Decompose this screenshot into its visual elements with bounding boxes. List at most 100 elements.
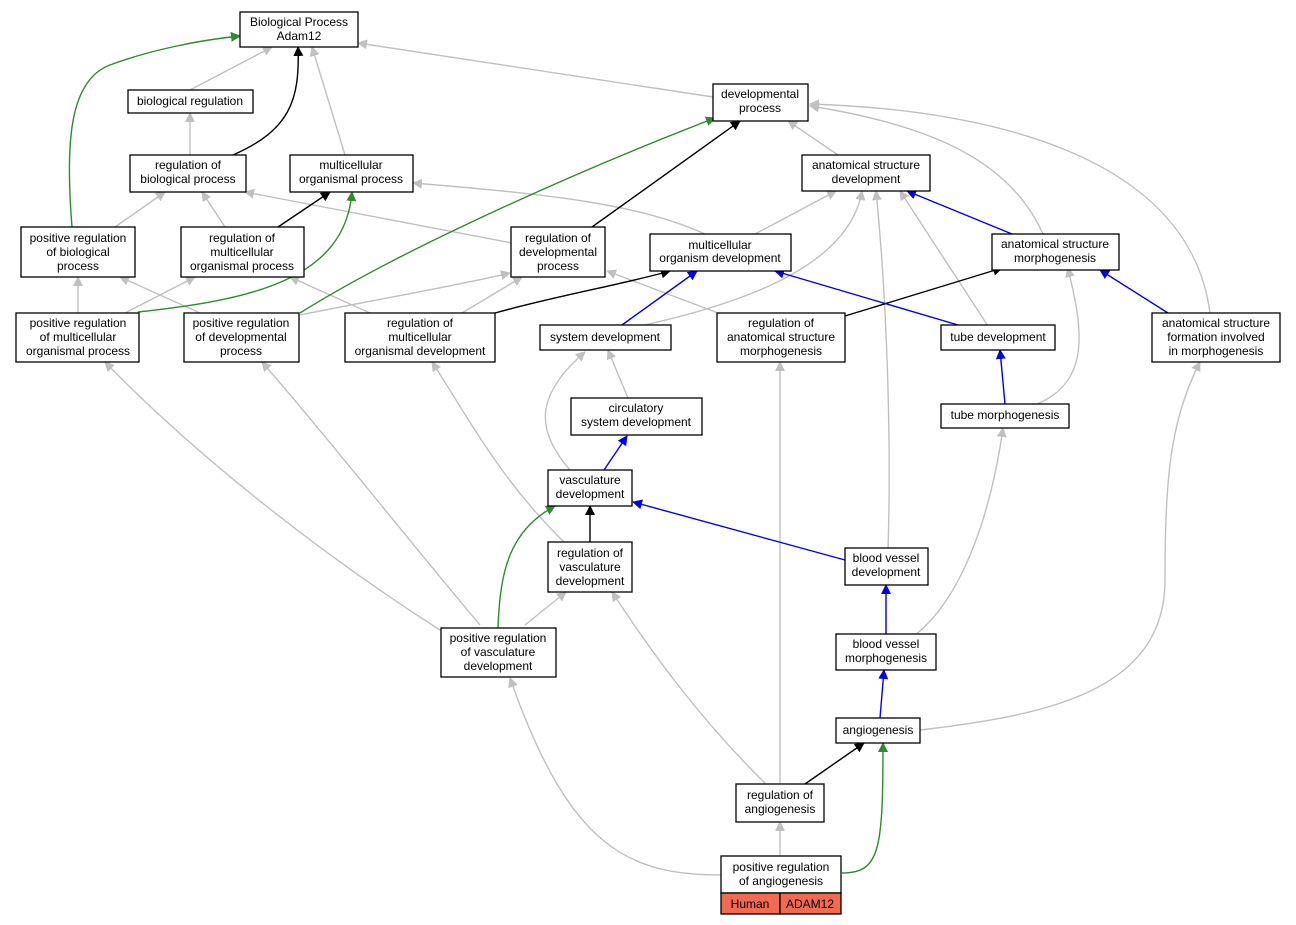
svg-text:positive regulation: positive regulation (30, 316, 127, 330)
edge-is-a (606, 349, 629, 399)
edge-part-of (995, 349, 1006, 405)
svg-text:morphogenesis: morphogenesis (845, 651, 927, 665)
node-multicellular-organism-development[interactable]: multicellular organism development (649, 233, 792, 272)
node-regulation-of-multicellular-organismal-process[interactable]: regulation of multicellular organismal p… (180, 226, 305, 278)
annotation-tag-species[interactable]: Human (720, 892, 781, 915)
node-multicellular-organismal-process[interactable]: multicellular organismal process (289, 154, 414, 193)
svg-text:positive regulation: positive regulation (30, 231, 127, 245)
edge-is-a (412, 178, 706, 235)
svg-text:tube morphogenesis: tube morphogenesis (951, 408, 1060, 422)
node-regulation-of-angiogenesis[interactable]: regulation of angiogenesis (735, 783, 825, 823)
node-positive-regulation-of-developmental-process[interactable]: positive regulation of developmental pro… (183, 312, 300, 363)
svg-text:development: development (852, 565, 921, 579)
edge-part-of (906, 189, 1013, 235)
svg-text:system development: system development (581, 415, 692, 429)
svg-text:positive regulation: positive regulation (193, 316, 290, 330)
svg-text:formation involved: formation involved (1167, 330, 1264, 344)
node-biological-process[interactable]: Biological Process Adam12 (239, 11, 359, 48)
svg-text:Adam12: Adam12 (277, 29, 322, 43)
edge-is-a (787, 120, 839, 156)
svg-text:regulation of: regulation of (748, 316, 815, 330)
svg-text:tube development: tube development (950, 330, 1046, 344)
svg-text:multicellular: multicellular (210, 245, 273, 259)
node-regulation-of-biological-process[interactable]: regulation of biological process (129, 154, 247, 193)
edge-is-a (508, 677, 723, 876)
svg-text:of vasculature: of vasculature (461, 645, 536, 659)
node-anatomical-structure-development[interactable]: anatomical structure development (801, 154, 931, 192)
svg-text:angiogenesis: angiogenesis (745, 802, 816, 816)
svg-text:circulatory: circulatory (609, 401, 664, 415)
edge-regulates (591, 120, 741, 228)
node-regulation-of-multicellular-organismal-development[interactable]: regulation of multicellular organismal d… (344, 312, 496, 363)
node-anatomical-structure-morphogenesis[interactable]: anatomical structure morphogenesis (991, 233, 1120, 271)
svg-text:process: process (739, 101, 781, 115)
svg-text:vasculature: vasculature (559, 560, 621, 574)
edge-is-a (919, 361, 1201, 731)
node-blood-vessel-morphogenesis[interactable]: blood vessel morphogenesis (835, 633, 937, 671)
node-regulation-of-vasculature-development[interactable]: regulation of vasculature development (547, 541, 633, 593)
svg-text:organismal development: organismal development (355, 344, 486, 358)
edge-positively-regulates (841, 742, 888, 874)
svg-text:morphogenesis: morphogenesis (740, 344, 822, 358)
svg-text:regulation of: regulation of (747, 788, 814, 802)
svg-text:multicellular: multicellular (388, 330, 451, 344)
node-anatomical-structure-formation-involved-in-morphogenesis[interactable]: anatomical structure formation involved … (1151, 312, 1281, 363)
edge-is-a (809, 99, 1211, 314)
node-positive-regulation-of-biological-process[interactable]: positive regulation of biological proces… (20, 226, 136, 278)
node-system-development[interactable]: system development (539, 324, 672, 351)
svg-text:of developmental: of developmental (195, 330, 286, 344)
edge-part-of (603, 435, 628, 471)
node-developmental-process[interactable]: developmental process (712, 83, 809, 122)
edge-positively-regulates (299, 116, 716, 314)
svg-text:in morphogenesis: in morphogenesis (1169, 344, 1264, 358)
svg-text:positive regulation: positive regulation (733, 860, 830, 874)
svg-text:Biological Process: Biological Process (250, 15, 348, 29)
svg-text:anatomical structure: anatomical structure (727, 330, 835, 344)
node-biological-regulation[interactable]: biological regulation (127, 89, 254, 114)
svg-text:development: development (832, 172, 901, 186)
svg-text:of multicellular: of multicellular (40, 330, 117, 344)
edge-is-a (104, 361, 441, 631)
edge-is-a (309, 46, 346, 156)
node-positive-regulation-of-vasculature-development[interactable]: positive regulation of vasculature devel… (440, 627, 557, 678)
edge-part-of (632, 499, 846, 561)
node-vasculature-development[interactable]: vasculature development (547, 469, 633, 507)
svg-text:development: development (464, 659, 533, 673)
svg-text:anatomical structure: anatomical structure (1162, 316, 1270, 330)
svg-text:ADAM12: ADAM12 (786, 897, 834, 911)
edge-regulates (804, 742, 865, 785)
svg-text:anatomical structure: anatomical structure (1001, 237, 1109, 251)
svg-text:developmental: developmental (721, 87, 799, 101)
annotation-tag-gene[interactable]: ADAM12 (779, 892, 842, 915)
svg-text:multicellular: multicellular (688, 238, 751, 252)
nodes: Biological Process Adam12 biological reg… (15, 11, 1281, 915)
edge-part-of (878, 669, 889, 719)
edge-is-a (357, 39, 714, 98)
node-positive-regulation-of-multicellular-organismal-process[interactable]: positive regulation of multicellular org… (15, 312, 140, 363)
edge-is-a (189, 46, 273, 91)
node-circulatory-system-development[interactable]: circulatory system development (570, 397, 703, 436)
svg-text:morphogenesis: morphogenesis (1014, 251, 1096, 265)
edge-is-a (1036, 267, 1080, 405)
svg-text:vasculature: vasculature (559, 473, 621, 487)
svg-text:regulation of: regulation of (155, 158, 222, 172)
svg-text:development: development (556, 574, 625, 588)
node-tube-morphogenesis[interactable]: tube morphogenesis (940, 403, 1070, 429)
svg-text:of angiogenesis: of angiogenesis (739, 874, 823, 888)
svg-text:process: process (220, 344, 262, 358)
svg-text:biological process: biological process (140, 172, 235, 186)
edge-is-a (201, 191, 226, 228)
node-tube-development[interactable]: tube development (940, 324, 1056, 351)
node-angiogenesis[interactable]: angiogenesis (835, 717, 921, 744)
edge-is-a (524, 591, 567, 626)
node-regulation-of-developmental-process[interactable]: regulation of developmental process (510, 226, 606, 278)
edge-is-a (431, 361, 568, 546)
node-blood-vessel-development[interactable]: blood vessel development (844, 547, 929, 586)
node-positive-regulation-of-angiogenesis[interactable]: positive regulation of angiogenesis (720, 855, 842, 894)
svg-text:Human: Human (731, 897, 770, 911)
edge-positively-regulates (137, 191, 357, 313)
svg-text:system development: system development (550, 330, 661, 344)
node-regulation-of-anatomical-structure-morphogenesis[interactable]: regulation of anatomical structure morph… (716, 312, 846, 363)
svg-text:organismal process: organismal process (299, 172, 403, 186)
